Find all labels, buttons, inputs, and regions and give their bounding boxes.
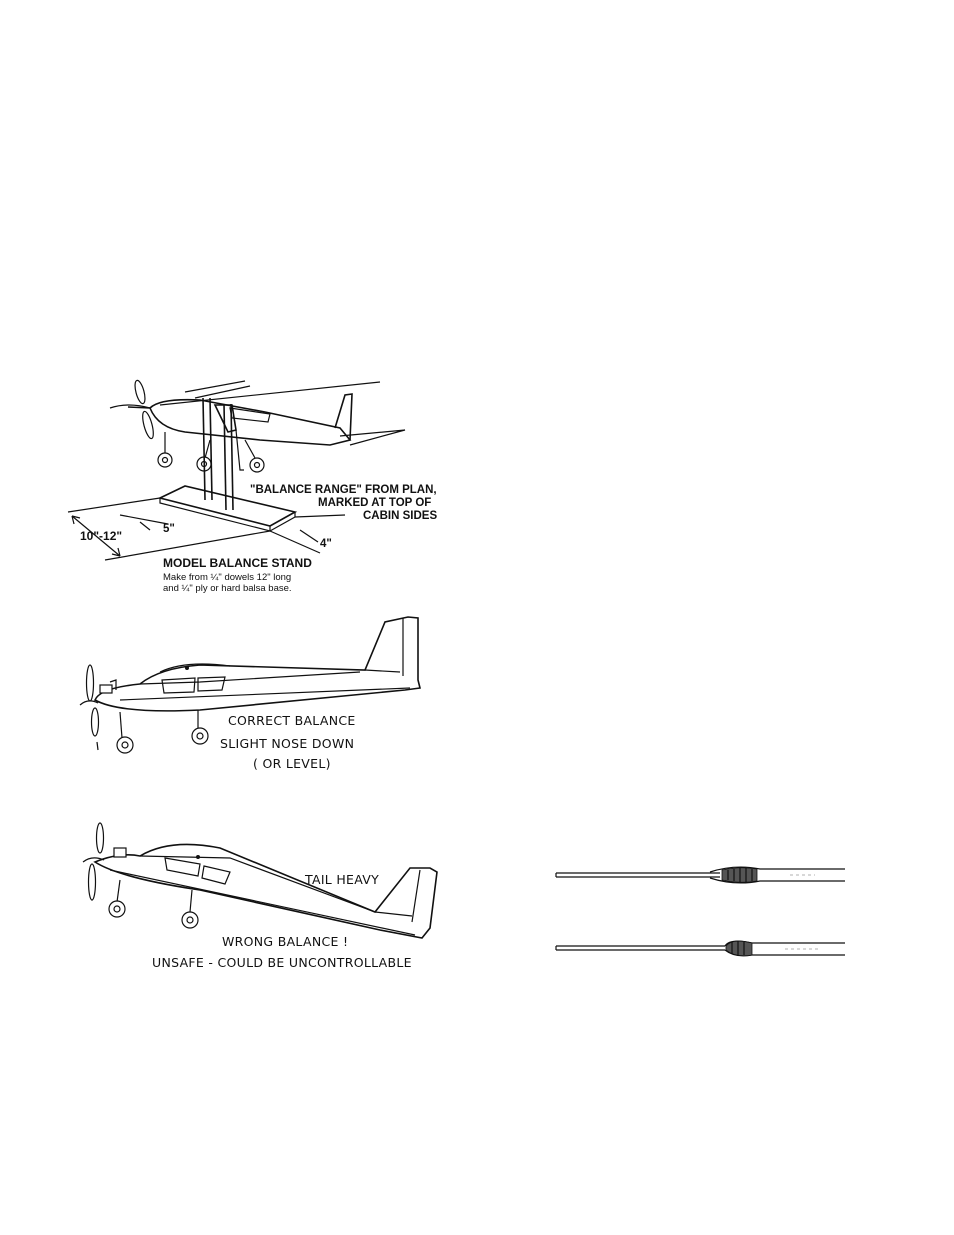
pushrod-top (556, 867, 845, 883)
pushrod-bottom (556, 941, 845, 956)
